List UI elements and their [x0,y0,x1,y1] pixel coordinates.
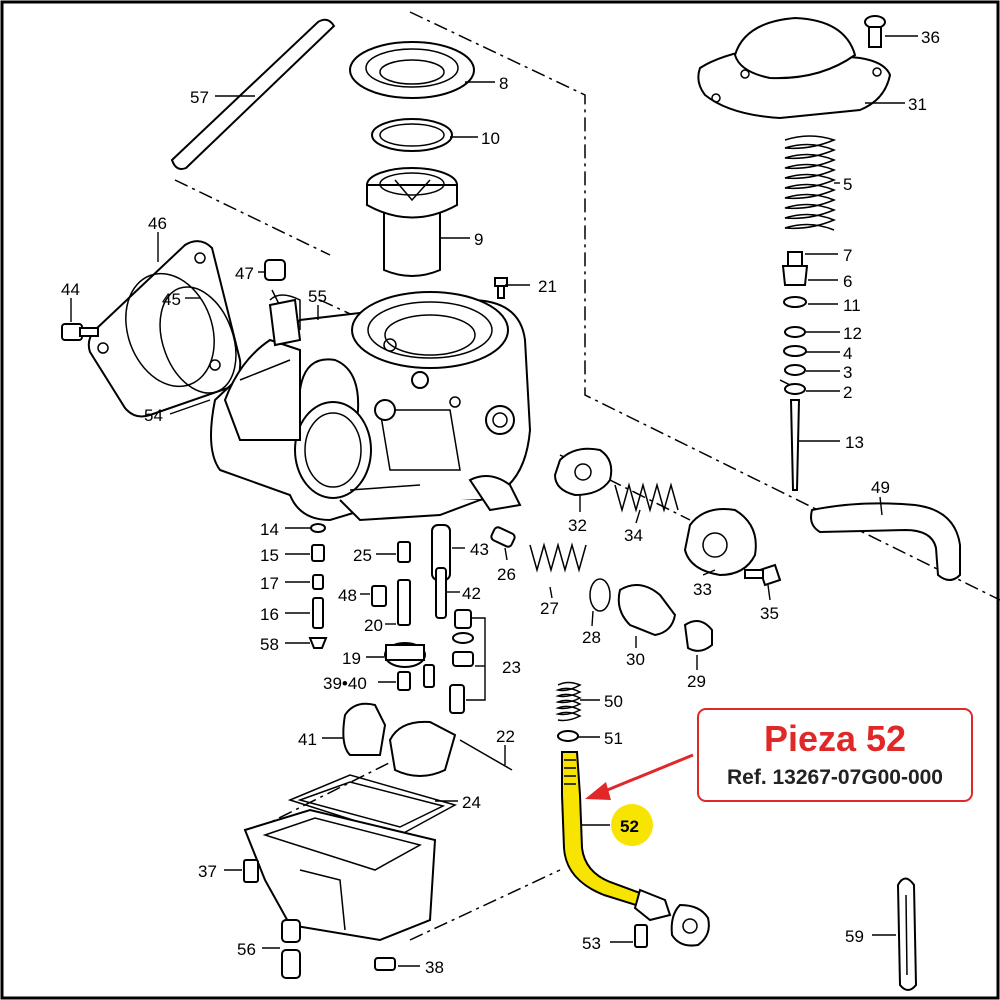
part-26 [490,526,516,548]
part-50-51 [555,681,582,742]
part-45-oring [159,286,237,394]
label-30: 30 [626,650,645,669]
part-36-screw [864,15,886,48]
part-42-43 [431,524,451,619]
part-22-pin [459,739,513,771]
label-14: 14 [260,520,279,539]
label-39-40: 39•40 [323,674,367,693]
part-callout-box: Pieza 52 Ref. 13267-07G00-000 [697,708,973,802]
part-27-28 [529,542,611,612]
label-55: 55 [308,287,327,306]
label-59: 59 [845,927,864,946]
part-57-tube [170,18,336,170]
part-59-clip [896,877,918,991]
label-15: 15 [260,546,279,565]
part-5-spring [784,135,837,231]
label-3: 3 [843,363,852,382]
callout-arrow [585,753,694,800]
carburetor-body [210,291,532,522]
label-4: 4 [843,344,852,363]
float-bowl [243,808,437,942]
part-9-slide [366,167,458,277]
jet-parts-center [371,541,435,691]
label-34: 34 [624,526,643,545]
part-33-cover [683,508,757,577]
part-34-spring [614,482,679,513]
label-20: 20 [364,616,383,635]
label-41: 41 [298,730,317,749]
callout-reference: Ref. 13267-07G00-000 [727,766,943,789]
needle-clips [783,296,807,395]
label-35: 35 [760,604,779,623]
part-10-ring [371,118,453,152]
label-26: 26 [497,565,516,584]
label-53: 53 [582,934,601,953]
label-52: 52 [620,817,639,836]
label-37: 37 [198,862,217,881]
part-23-group [449,609,474,714]
part-49-hose [810,502,961,581]
leader-lines [70,35,918,967]
label-12: 12 [843,324,862,343]
part-21-screw [494,277,508,299]
label-56: 56 [237,940,256,959]
label-52-highlight [611,804,653,846]
label-19: 19 [342,649,361,668]
label-54: 54 [144,406,163,425]
label-50: 50 [604,692,623,711]
label-33: 33 [693,580,712,599]
label-23: 23 [502,658,521,677]
label-11: 11 [843,296,861,315]
label-57: 57 [190,88,209,107]
part-13-needle [789,399,801,491]
label-58: 58 [260,635,279,654]
drain-screws [243,859,648,979]
label-38: 38 [425,958,444,977]
label-31: 31 [908,95,927,114]
jet-parts-left [308,523,328,649]
label-47: 47 [235,264,254,283]
label-2: 2 [843,383,852,402]
part-35-screw [744,563,782,587]
part-32-diaphragm [553,447,613,497]
part-52-highlighted [561,751,710,947]
label-29: 29 [687,672,706,691]
label-22: 22 [496,727,515,746]
label-16: 16 [260,605,279,624]
part-31-cover [697,16,892,120]
label-32: 32 [568,516,587,535]
label-9: 9 [474,230,483,249]
label-28: 28 [582,628,601,647]
part-44-screw [61,323,99,341]
part-29-30 [617,584,713,652]
label-27: 27 [540,599,559,618]
part-labels: 57 8 10 9 36 31 5 7 6 11 12 4 3 2 13 49 … [61,28,940,977]
part-6-7-holder [781,251,809,286]
part-8-cap [349,41,475,99]
label-44: 44 [61,280,80,299]
label-21: 21 [538,277,557,296]
callout-title: Pieza 52 [763,718,907,759]
part-46-plate [87,240,242,418]
label-13: 13 [845,433,864,452]
label-36: 36 [921,28,940,47]
label-5: 5 [843,175,852,194]
label-10: 10 [481,129,500,148]
label-8: 8 [499,74,508,93]
label-17: 17 [260,574,279,593]
label-46: 46 [148,214,167,233]
label-42: 42 [462,584,481,603]
label-48: 48 [338,586,357,605]
label-43: 43 [470,540,489,559]
part-41-float [342,702,457,777]
label-24: 24 [462,793,481,812]
label-49: 49 [871,478,890,497]
label-45: 45 [162,290,181,309]
label-51: 51 [604,729,623,748]
label-6: 6 [843,272,852,291]
label-25: 25 [353,546,372,565]
label-7: 7 [843,246,852,265]
